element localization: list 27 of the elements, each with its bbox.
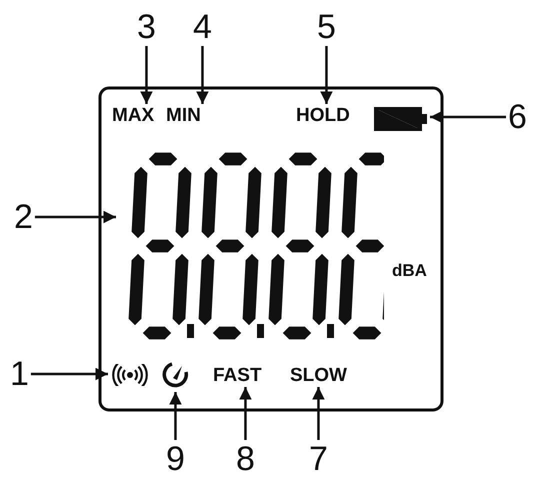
indicator-label: MAX [112, 106, 154, 125]
callout-number: 1 [10, 357, 29, 391]
callout-number: 6 [508, 100, 527, 134]
callout-number: 5 [317, 10, 336, 44]
leader-arrow [196, 46, 209, 104]
callout-number: 9 [166, 442, 185, 476]
callout-number: 4 [193, 10, 212, 44]
leader-arrow [239, 387, 252, 440]
callout-number: 8 [236, 442, 255, 476]
gauge-icon [160, 360, 190, 390]
indicator-label: SLOW [290, 366, 347, 385]
leader-arrow [320, 46, 333, 104]
leader-arrow [30, 368, 108, 380]
leader-arrow [430, 110, 506, 124]
leader-arrow [140, 46, 153, 104]
leader-arrow [312, 387, 325, 440]
signal-icon [110, 364, 150, 386]
unit-label: dBA [392, 262, 427, 279]
indicator-label: FAST [213, 366, 262, 385]
leader-arrow [34, 210, 116, 224]
callout-number: 3 [137, 10, 156, 44]
indicator-label: MIN [166, 106, 201, 125]
callout-number: 2 [14, 200, 33, 234]
battery-icon [374, 107, 428, 131]
leader-arrow [169, 392, 182, 440]
indicator-label: HOLD [296, 106, 350, 125]
callout-number: 7 [309, 442, 328, 476]
